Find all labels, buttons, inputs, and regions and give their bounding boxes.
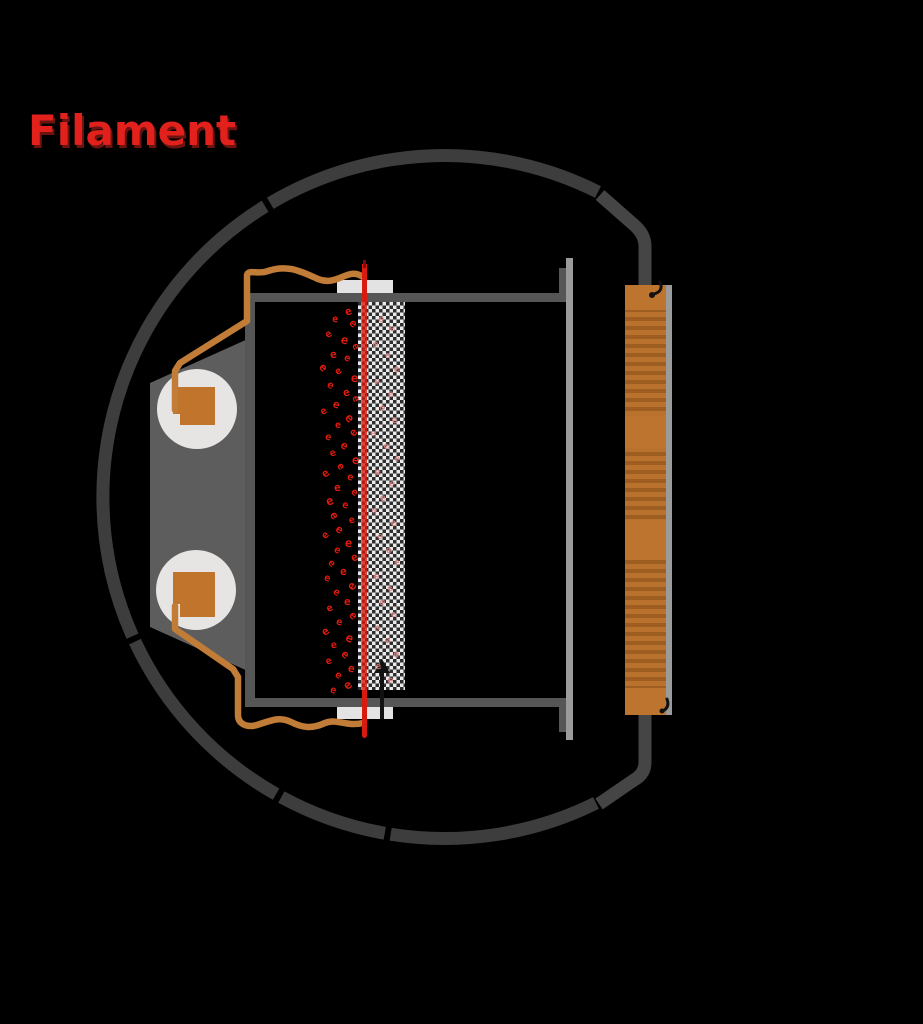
coil-lead-top-icon — [652, 280, 663, 296]
electron-glyph: e — [335, 420, 342, 431]
electron-glyph: e — [338, 564, 348, 579]
filament-wire — [362, 302, 367, 690]
contact-pad-top — [173, 387, 215, 425]
grid-lead-wire — [380, 670, 384, 719]
filament-label: Filament — [28, 106, 237, 155]
electron-glyph: e — [393, 557, 400, 569]
anode-bottom-elbow — [559, 698, 568, 732]
heater-wire-top — [171, 265, 367, 414]
envelope-connector-bottom — [595, 710, 652, 810]
anode-top-elbow — [559, 268, 568, 302]
filament-wire-top — [362, 264, 367, 302]
heater-wire-bottom — [171, 602, 367, 731]
electron-glyph: e — [328, 347, 338, 362]
electron-glyph: e — [344, 595, 351, 608]
anode-left-wall — [245, 293, 255, 707]
electron-glyph: e — [385, 351, 391, 361]
contact-pad-bottom — [173, 572, 215, 617]
electron-glyph: e — [344, 535, 353, 551]
anode-top-bar — [245, 293, 568, 302]
electron-glyph: e — [350, 370, 359, 386]
vacuum-envelope-arc — [96, 149, 601, 845]
electron-glyph: e — [346, 661, 356, 676]
electron-glyph: e — [333, 480, 342, 495]
collector-plate — [566, 258, 573, 740]
electron-glyph: e — [379, 492, 387, 505]
anode-bottom-bar — [245, 698, 568, 707]
coil-lead-bottom-icon — [661, 697, 670, 713]
envelope-connector-top — [595, 190, 652, 291]
coil-backing-strip — [664, 285, 672, 715]
coil-lead-bottom-dot — [659, 708, 665, 714]
filament-wire-bottom — [362, 690, 367, 738]
grid-lead-arrowhead-icon — [374, 659, 390, 673]
filament-wire-tip — [363, 260, 366, 268]
magnet-coil — [625, 285, 666, 715]
coil-lead-top-dot — [649, 292, 655, 298]
